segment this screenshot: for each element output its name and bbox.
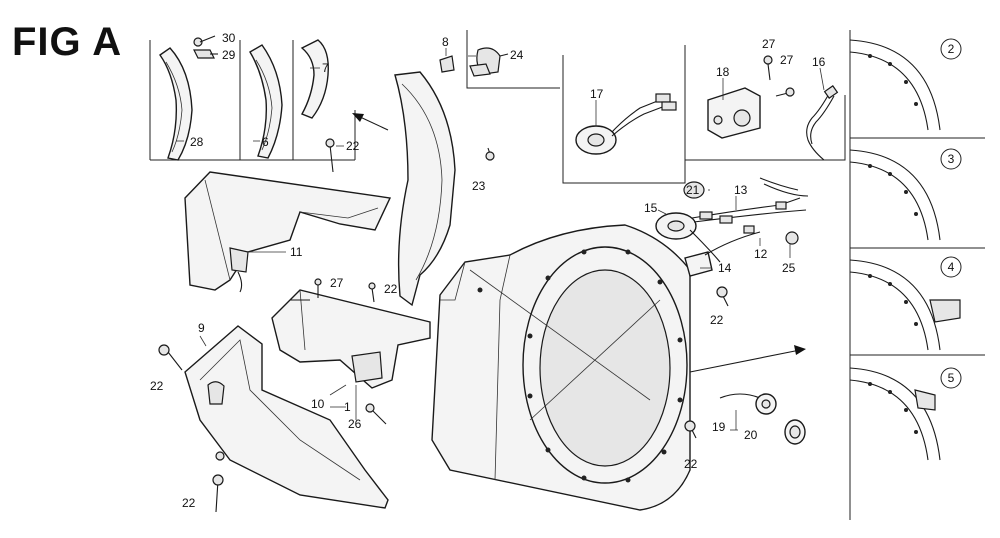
variant-circle-5 xyxy=(940,367,962,389)
leader-lines xyxy=(176,48,825,431)
callout-24: 24 xyxy=(510,48,524,62)
callout-22-right: 22 xyxy=(710,313,724,327)
variant-label-5: 5 xyxy=(948,371,955,385)
callout-14: 14 xyxy=(718,261,732,275)
callout-11: 11 xyxy=(290,245,303,259)
pointer-arrow-inset xyxy=(352,113,389,131)
bracket-assembly-10 xyxy=(271,289,431,389)
callout-30: 30 xyxy=(222,31,236,45)
callout-labels: 30 29 28 6 7 8 24 22 23 11 27 22 9 22 10… xyxy=(150,31,826,510)
callout-7: 7 xyxy=(322,61,329,75)
variant-label-3: 3 xyxy=(948,152,955,166)
callout-22-lower-right: 22 xyxy=(684,457,698,471)
callout-21: 21 xyxy=(686,183,700,197)
callout-13: 13 xyxy=(734,183,748,197)
callout-22-bottom: 22 xyxy=(182,496,196,510)
callout-22-left: 22 xyxy=(150,379,164,393)
variant-circle-2 xyxy=(940,38,962,60)
callout-27-right: 27 xyxy=(780,53,794,67)
lower-shroud-9 xyxy=(184,325,389,509)
variant-panels: 2 3 4 5 xyxy=(849,30,985,520)
callout-6: 6 xyxy=(262,135,269,149)
callout-23: 23 xyxy=(472,179,486,193)
callout-27-left: 27 xyxy=(330,276,344,290)
variant-circle-4 xyxy=(940,256,962,278)
callout-20: 20 xyxy=(744,428,758,442)
figure-title: FIG A xyxy=(12,20,123,64)
blower-housing xyxy=(431,224,691,511)
variant-label-4: 4 xyxy=(948,260,955,274)
callout-17: 17 xyxy=(590,87,604,101)
upper-shroud-11 xyxy=(184,171,392,293)
callout-15: 15 xyxy=(644,201,658,215)
switch-assembly-19 xyxy=(719,393,806,445)
callout-22-upper: 22 xyxy=(346,139,360,153)
callout-26: 26 xyxy=(348,417,362,431)
callout-9: 9 xyxy=(198,321,205,335)
callout-29: 29 xyxy=(222,48,236,62)
callout-12: 12 xyxy=(754,247,768,261)
callout-8: 8 xyxy=(442,35,449,49)
fan-cover xyxy=(394,71,456,307)
callout-1: 1 xyxy=(344,400,351,414)
callout-18: 18 xyxy=(716,65,730,79)
variant-label-2: 2 xyxy=(948,42,955,56)
inset-electrical-parts xyxy=(562,45,846,184)
electrical-group xyxy=(655,177,809,277)
inset-guide-parts xyxy=(149,35,356,161)
wire-harness-16 xyxy=(806,85,839,161)
callout-16: 16 xyxy=(812,55,826,69)
inset-clip-parts xyxy=(439,30,560,89)
pointer-arrow-variants xyxy=(689,345,806,373)
callout-28: 28 xyxy=(190,135,204,149)
variant-circle-3 xyxy=(940,148,962,170)
callout-27-top: 27 xyxy=(762,37,776,51)
fasteners xyxy=(158,138,729,513)
callout-10: 10 xyxy=(311,397,325,411)
callout-22-middle: 22 xyxy=(384,282,398,296)
callout-25: 25 xyxy=(782,261,796,275)
callout-19: 19 xyxy=(712,420,726,434)
